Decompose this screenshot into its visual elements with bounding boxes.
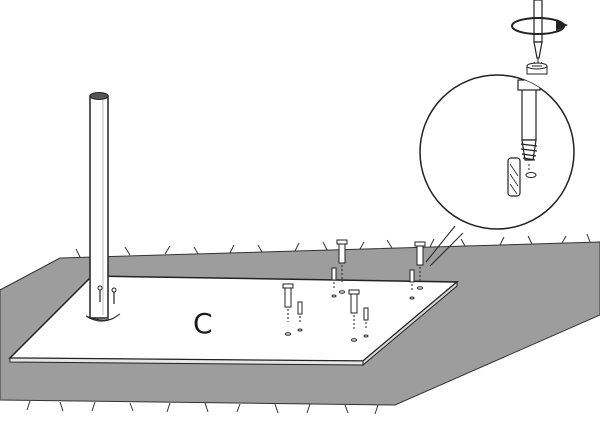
dowel-2	[331, 267, 337, 298]
cam-head	[526, 62, 548, 75]
dowel-4	[409, 269, 415, 300]
wooden-dowel	[507, 157, 521, 197]
callout-lines	[425, 225, 464, 267]
leg-tube	[85, 92, 121, 322]
cam-bolt-4	[414, 241, 426, 290]
cam-bolts	[282, 239, 426, 342]
cam-bolt-3	[348, 289, 360, 342]
cam-bolt-2	[336, 239, 348, 294]
cam-bolt-1	[282, 283, 294, 336]
screwdriver-icon	[533, 0, 543, 72]
rotation-arrow-icon	[511, 17, 568, 35]
threaded-bolt	[517, 79, 541, 161]
magnifier-detail	[419, 74, 575, 230]
panel-c: C	[8, 275, 460, 367]
dowel-3	[363, 307, 369, 338]
part-label-c: C	[193, 307, 213, 340]
dowel-1	[297, 301, 303, 332]
